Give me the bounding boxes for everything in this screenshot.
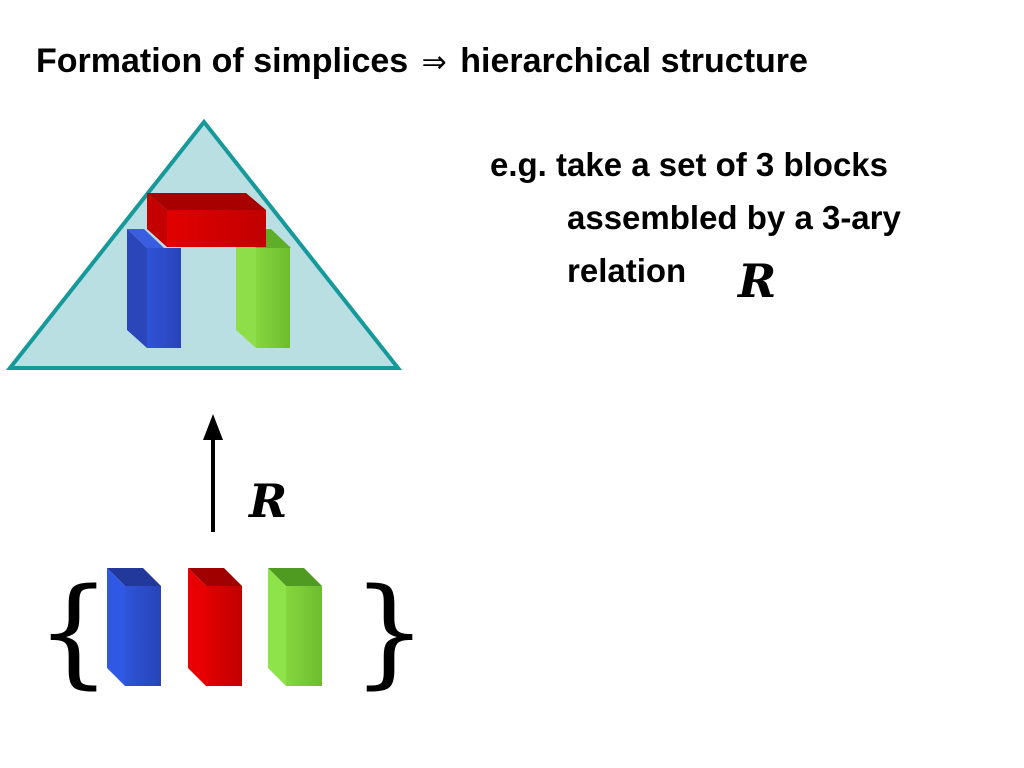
description-line-3: relation	[567, 252, 687, 289]
assembled-red-block	[147, 193, 266, 247]
set-green-block	[268, 568, 322, 686]
left-brace: {	[36, 562, 111, 700]
set-red-block	[188, 568, 242, 686]
title-text-after: hierarchical structure	[460, 42, 808, 80]
set-blue-block	[107, 568, 161, 686]
relation-symbol-arrow: R	[249, 474, 288, 528]
description-line-2: assembled by a 3-ary	[567, 199, 901, 236]
description-line-1: e.g. take a set of 3 blocks	[490, 146, 888, 183]
slide-title: Formation of simplices ⇒ hierarchical st…	[36, 42, 808, 81]
relation-symbol-description: R	[738, 254, 777, 308]
up-arrow-icon	[203, 414, 223, 532]
assembled-blue-block	[127, 229, 181, 348]
implies-arrow-icon: ⇒	[421, 45, 447, 80]
title-text-before: Formation of simplices	[36, 42, 409, 80]
right-brace: }	[352, 562, 427, 700]
